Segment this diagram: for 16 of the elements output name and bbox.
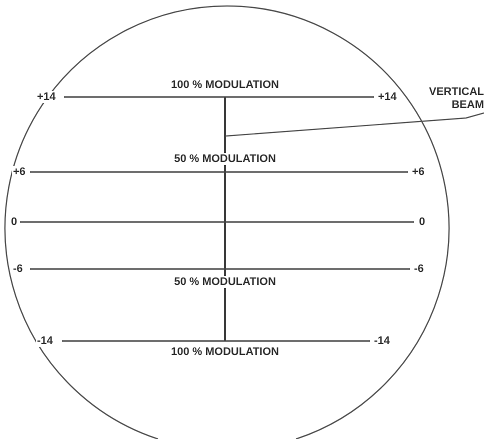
scale-value: +14	[36, 91, 57, 103]
scale-value: +14	[377, 91, 398, 103]
scale-value: -14	[36, 335, 54, 347]
scale-value: +6	[12, 166, 27, 178]
scale-value: -6	[12, 263, 24, 275]
scale-value: -6	[413, 263, 425, 275]
modulation-label: 50 % MODULATION	[173, 276, 277, 288]
modulation-label: 100 % MODULATION	[170, 346, 280, 358]
callout-label: VERTICAL BEAM	[428, 86, 484, 112]
scale-value: 0	[418, 216, 426, 228]
scale-value: +6	[411, 166, 426, 178]
scale-value: 0	[10, 216, 18, 228]
modulation-label: 50 % MODULATION	[173, 153, 277, 165]
scale-value: -14	[373, 335, 391, 347]
leader-line	[226, 112, 484, 137]
modulation-label: 100 % MODULATION	[170, 79, 280, 91]
